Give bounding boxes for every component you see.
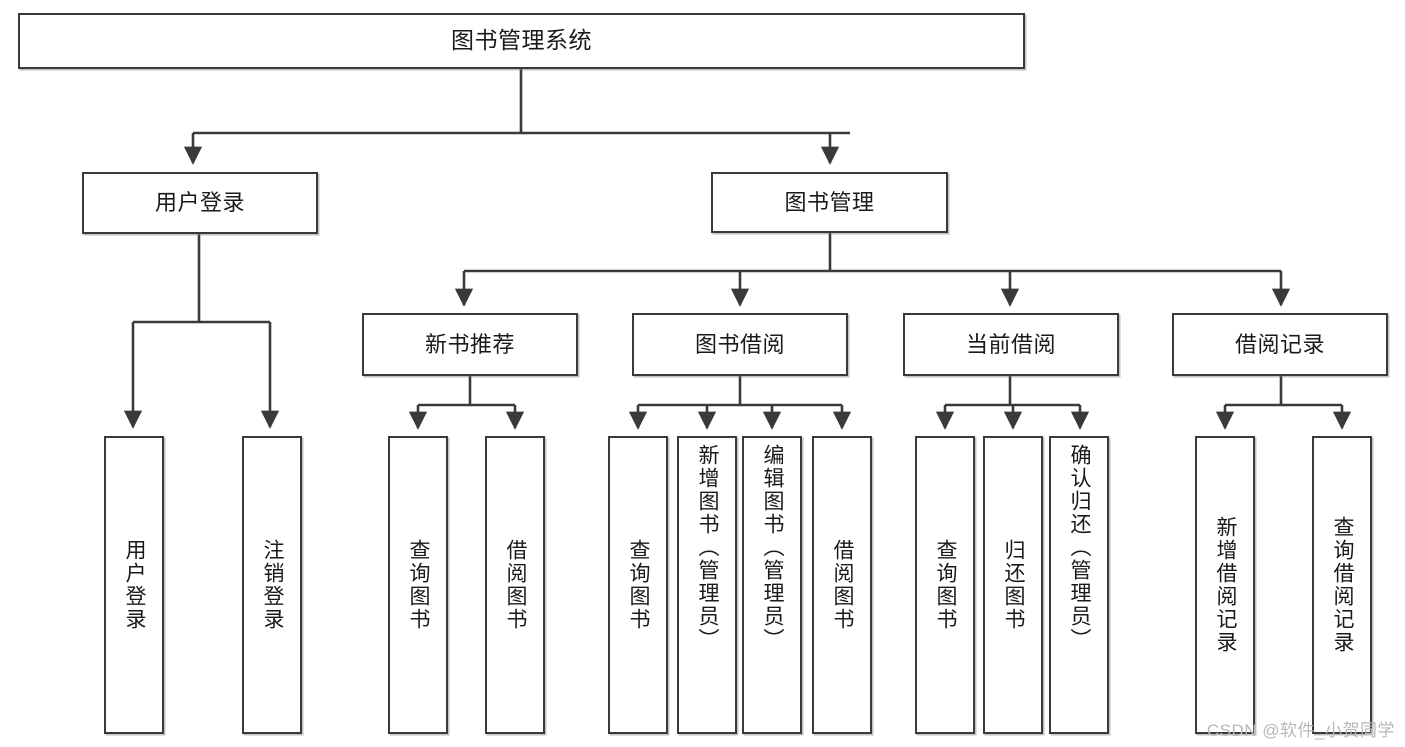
node-label: 查询借阅记录 [1331, 516, 1355, 654]
leaf-query-book-newbook[interactable]: 查询图书 [388, 436, 448, 734]
node-label: 图书管理系统 [451, 27, 592, 54]
node-book-management[interactable]: 图书管理 [711, 172, 948, 233]
csdn-watermark: CSDN @软件_小贺同学 [1206, 721, 1395, 740]
node-label: 借阅图书 [504, 539, 528, 631]
leaf-borrow-book-newbook[interactable]: 借阅图书 [485, 436, 545, 734]
leaf-confirm-return-admin[interactable]: 确认归还（管理员） [1049, 436, 1109, 734]
leaf-borrow-book[interactable]: 借阅图书 [812, 436, 872, 734]
node-current-borrow[interactable]: 当前借阅 [903, 313, 1119, 376]
node-label: 当前借阅 [965, 331, 1056, 357]
leaf-query-book-current[interactable]: 查询图书 [915, 436, 975, 734]
leaf-user-logout[interactable]: 注销登录 [242, 436, 302, 734]
node-new-book-recommend[interactable]: 新书推荐 [362, 313, 578, 376]
leaf-query-borrow-record[interactable]: 查询借阅记录 [1312, 436, 1372, 734]
node-label: 查询图书 [627, 539, 651, 631]
leaf-add-book-admin[interactable]: 新增图书（管理员） [677, 436, 737, 734]
node-label: 确认归还（管理员） [1068, 444, 1092, 651]
node-label: 注销登录 [261, 539, 285, 631]
node-label: 编辑图书（管理员） [761, 444, 785, 651]
node-root-system[interactable]: 图书管理系统 [18, 13, 1025, 69]
leaf-user-login[interactable]: 用户登录 [104, 436, 164, 734]
node-label: 图书借阅 [694, 331, 785, 357]
node-label: 新书推荐 [424, 331, 515, 357]
node-label: 借阅图书 [831, 539, 855, 631]
node-label: 查询图书 [407, 539, 431, 631]
node-user-login[interactable]: 用户登录 [82, 172, 318, 234]
leaf-add-borrow-record[interactable]: 新增借阅记录 [1195, 436, 1255, 734]
node-label: 新增图书（管理员） [696, 444, 720, 651]
leaf-edit-book-admin[interactable]: 编辑图书（管理员） [742, 436, 802, 734]
node-label: 借阅记录 [1234, 331, 1325, 357]
node-book-borrow[interactable]: 图书借阅 [632, 313, 848, 376]
node-label: 图书管理 [784, 189, 875, 215]
leaf-query-book-borrow[interactable]: 查询图书 [608, 436, 668, 734]
node-label: 新增借阅记录 [1214, 516, 1238, 654]
node-label: 归还图书 [1002, 539, 1026, 631]
node-borrow-record[interactable]: 借阅记录 [1172, 313, 1388, 376]
leaf-return-book[interactable]: 归还图书 [983, 436, 1043, 734]
node-label: 查询图书 [934, 539, 958, 631]
node-label: 用户登录 [123, 539, 147, 631]
node-label: 用户登录 [154, 190, 245, 216]
